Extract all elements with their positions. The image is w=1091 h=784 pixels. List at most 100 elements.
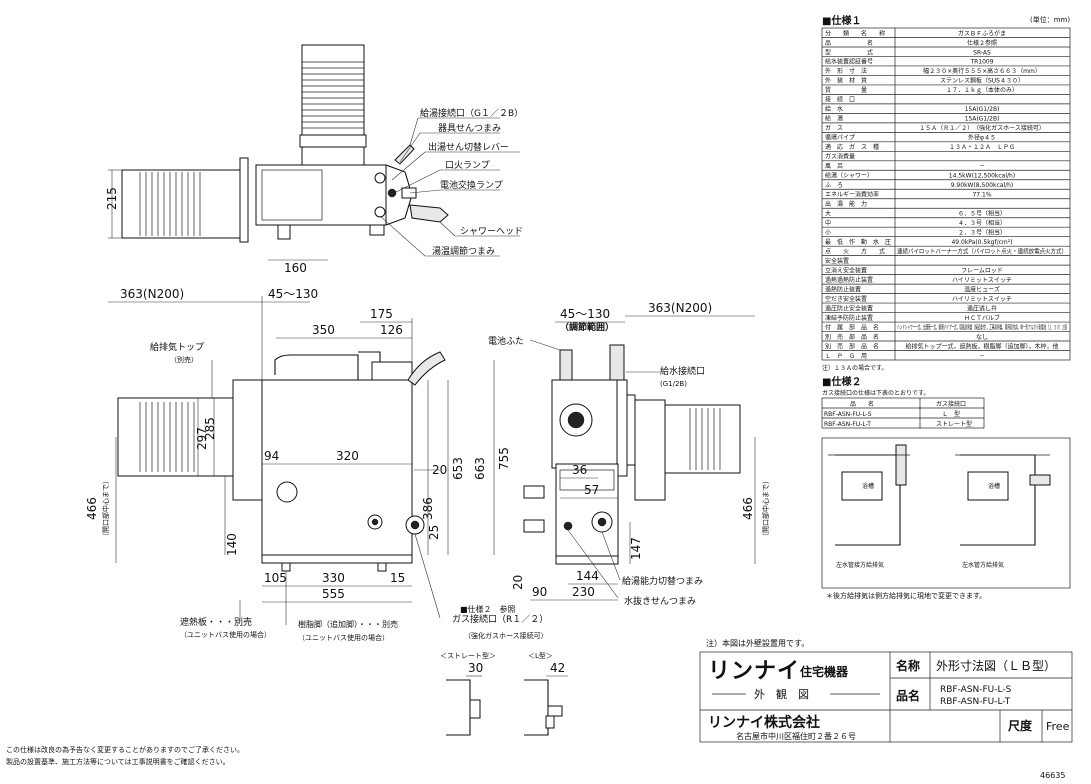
spec1-row-label: 付 属 部 品 名	[825, 323, 879, 331]
brand-main: リンナイ	[708, 659, 800, 684]
label-capacity-knob: 給湯能力切替つまみ	[622, 575, 703, 587]
spec1-row-value: SR-AS	[973, 49, 991, 56]
spec1-row-value: １５Ａ（Ｒ１／２） （強化ガスホース接続可）	[919, 124, 1045, 132]
spec1-row-value: 連続パイロットバーナー方式（パイロット点火・連続放電点火方式）	[897, 247, 1067, 255]
spec2-title: ■仕様２	[822, 375, 861, 388]
label-water-inlet: 給水接続口	[660, 365, 705, 377]
side-view: 45～130 （調節範囲） 363(N200) 36 57	[488, 301, 770, 607]
dim-25: 25	[427, 525, 441, 540]
spec1-row-label: 立消え安全装置	[825, 266, 867, 274]
label-spec2-ref: ■仕様２ 参照	[460, 604, 516, 614]
spec1-row-value: ＨＣＴバルブ	[964, 314, 1000, 322]
dim-330: 330	[322, 571, 345, 585]
model-1: RBF-ASN-FU-L-S	[940, 685, 1012, 695]
label-heat-shield: 遮熱板・・・別売	[180, 616, 252, 628]
spec1-row-label: 給 湯	[825, 115, 843, 123]
spec1-row-value: ６．５号（相当）	[958, 210, 1006, 218]
title-note: 注）本図は外壁設置用です。	[706, 638, 809, 648]
spec1-row-label: 外 装 材 質	[825, 77, 867, 85]
label-vent-top-sub: （別売）	[170, 355, 198, 364]
label-pour-knob: 器具せんつまみ	[438, 123, 501, 134]
spec1-row-value: ステンレス鋼板（SUS４３０）	[940, 77, 1024, 85]
dim-363-side: 363(N200)	[648, 301, 712, 315]
dim-160: 160	[284, 261, 307, 275]
name-value: 外形寸法図（ＬＢ型）	[936, 659, 1056, 673]
dim-20-front: 20	[432, 463, 447, 477]
spec1-row-value: 給排気トップ一式，遮熱板，樹脂脚（追加脚），木枠，他	[905, 342, 1058, 350]
spec1-row-label: 分 類 名 称	[825, 29, 885, 37]
dim-94: 94	[264, 449, 279, 463]
gas-connection-types: ＜ストレート型＞ ＜L型＞ 30 42	[440, 651, 568, 736]
spec1-row-value: ４．３号（相当）	[958, 219, 1006, 227]
spec1-row-value: フレームロッド	[961, 267, 1003, 274]
spec1-row-label: ガス消費量	[825, 153, 855, 161]
label-temp-knob: 湯温調節つまみ	[432, 245, 495, 257]
spec1-row-value: ガスＢＦふろがま	[958, 29, 1006, 37]
view-label: 外 観 図	[754, 687, 809, 701]
dim-90: 90	[532, 585, 547, 599]
dim-57: 57	[584, 483, 599, 497]
label-gas-inlet-sub: （強化ガスホース接続可）	[464, 631, 548, 640]
label-heat-shield-sub: （ユニットバス使用の場合）	[180, 630, 271, 639]
spec1-row-label: 接 続 口	[825, 96, 855, 104]
spec1-row-label: 給水装置認証番号	[825, 58, 873, 66]
label-battery-cover: 電池ふた	[488, 335, 524, 347]
spec1-row-value: 15A(G1/2B)	[965, 116, 1000, 123]
spec1-row-label: 安全装置	[825, 257, 849, 265]
spec1-row-label: 最 低 作 動 水 圧	[825, 238, 891, 246]
spec1-row-value: 9.90kW(8,500kcal/h)	[951, 182, 1014, 189]
install-diagrams: 浴槽 左水管接方給排気 浴槽 左水管方給排気 ＊後方給排気は側方給排気に現地で変…	[821, 437, 1071, 600]
dim-20-side: 20	[511, 575, 525, 590]
gas-type-l: ＜L型＞	[528, 651, 553, 660]
spec1-row-label: 凍結予防防止装置	[825, 314, 873, 322]
label-battery-lamp: 電池交換ランプ	[440, 179, 503, 191]
model-2: RBF-ASN-FU-L-T	[940, 697, 1011, 707]
spec1-row-value: 49.0kPa(0.5kgf/cm²)	[951, 239, 1012, 246]
dim-126: 126	[380, 323, 403, 337]
model-label: 品名	[896, 688, 920, 703]
brand-sub: 住宅機器	[800, 664, 849, 679]
spec1-row-value: －	[979, 353, 985, 360]
spec1-row-label: 点 火 方 式	[825, 247, 885, 255]
dim-147: 147	[629, 537, 643, 560]
spec1-row-value: 仕様２参照	[967, 39, 997, 47]
spec2-row-2-value: ストレート型	[936, 420, 972, 428]
dim-36: 36	[572, 463, 587, 477]
dim-215: 215	[105, 187, 119, 210]
drawing-number: 46635	[1040, 771, 1065, 780]
label-pilot-lamp: 口火ランプ	[445, 160, 490, 171]
footer-line-1: この仕様は改良の為予告なく変更することがありますのでご了承ください。	[6, 745, 244, 754]
spec1-row-label: 別 売 部 品 名	[825, 333, 879, 341]
spec1-note: 注）１３Ａの場合です。	[822, 364, 887, 372]
spec1-row-label: 風 呂	[825, 163, 843, 170]
spec1-row-label: 過熱防止装置	[825, 285, 861, 293]
spec1-row-value: ハイリミットスイッチ	[952, 277, 1012, 284]
spec1-row-label: 給 水	[825, 105, 843, 113]
front-view: 363(N200) 45～130 175 350 126	[85, 287, 548, 642]
install-note: ＊後方給排気は側方給排気に現地で変更できます。	[826, 591, 986, 600]
label-hot-outlet: 給湯接続口（G１／２B）	[420, 107, 523, 119]
dim-466-side: 466	[741, 497, 755, 520]
spec2-row-1-value: Ｌ 型	[942, 410, 960, 418]
spec1-row-label: 空だき安全装置	[825, 295, 867, 303]
label-resin-leg-sub: （ユニットバス使用の場合）	[298, 633, 389, 642]
dim-297: 297	[195, 427, 209, 450]
dim-555: 555	[322, 587, 345, 601]
dim-320: 320	[336, 449, 359, 463]
title-block: 注）本図は外壁設置用です。 リンナイ 住宅機器 外 観 図 リンナイ株式会社 名…	[699, 638, 1073, 743]
spec1-row-value: 幅２３０×奥行５５５×高さ６６３（mm）	[923, 67, 1041, 75]
unit-label: (単位：mm)	[1030, 15, 1070, 24]
center-mark-side: （開口部中心まで）	[761, 477, 770, 540]
scale-value: Free	[1046, 720, 1070, 733]
spec1-row-label: 外 形 寸 法	[825, 67, 867, 75]
spec1-row-value: 77.1%	[972, 192, 991, 199]
spec2-col-gas: ガス接続口	[936, 400, 966, 408]
dim-230: 230	[572, 585, 595, 599]
spec1-row-value: 外径φ４５	[968, 134, 996, 142]
dim-755: 755	[497, 447, 511, 470]
dim-45-130-front: 45～130	[268, 287, 318, 301]
dim-466-front: 466	[85, 497, 99, 520]
spec1-row-value: ２．３号（相当）	[958, 228, 1006, 236]
